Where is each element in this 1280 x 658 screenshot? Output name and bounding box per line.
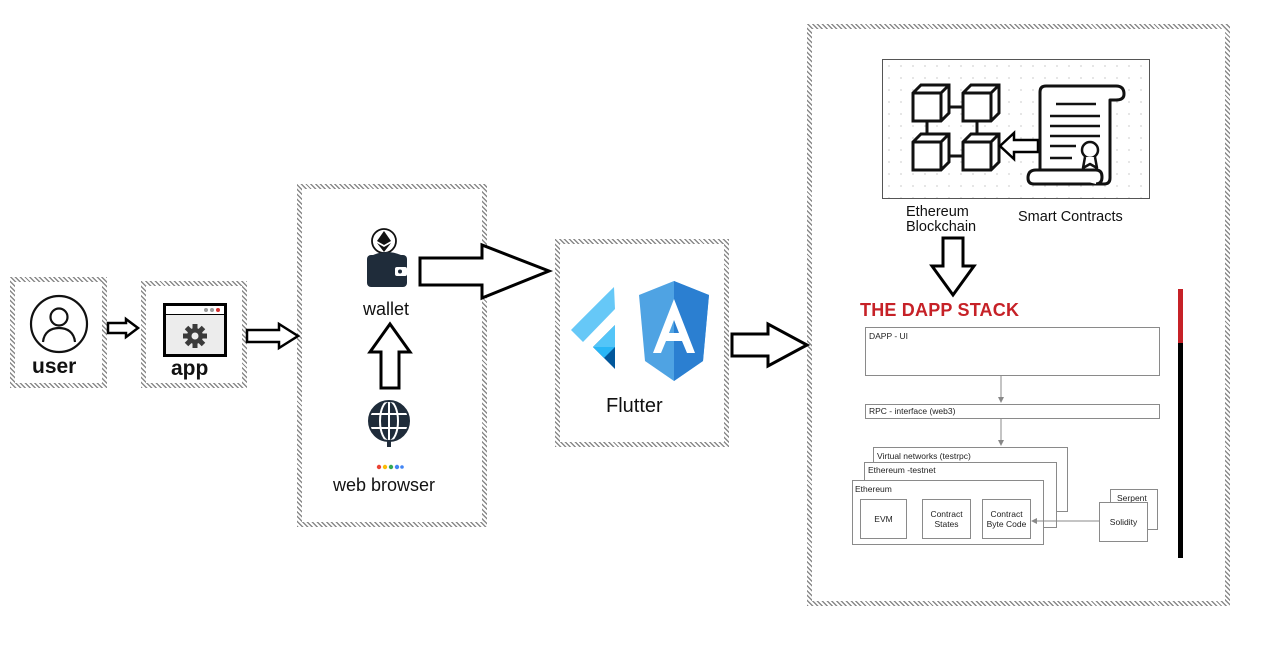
arrow-wallet-to-frontend [418,242,554,301]
dapp-stack-title: THE DAPP STACK [860,300,1020,320]
contract-byte-code-label: Contract Byte Code [982,509,1031,529]
contract-scroll-icon [1026,84,1126,186]
smart-contracts-label: Smart Contracts [1018,209,1123,225]
contract-byte-code-box [982,499,1031,539]
dapp-stack-side-bar-top [1178,289,1183,343]
evm-box [860,499,907,539]
arrow-frontend-to-backend [730,321,811,369]
dapp-ui-label: DAPP - UI [869,331,909,341]
connector-solidity-to-bytecode [1031,518,1099,524]
ethereum-label: Ethereum [855,484,892,494]
solidity-box [1099,502,1148,542]
connector-ui-to-rpc [998,376,1004,403]
arrow-browser-to-wallet [367,321,413,390]
contract-byte-code-line2: Byte Code [986,519,1027,529]
arrow-contract-to-chain [998,130,1040,162]
contract-states-label: Contract States [922,509,971,529]
blockchain-cubes-icon [911,83,1001,172]
ethereum-blockchain-line1: Ethereum [906,204,969,220]
contract-states-line1: Contract [930,509,963,519]
web-browser-label: web browser [333,475,436,495]
contract-states-box [922,499,971,539]
arrow-app-to-client [245,321,301,351]
app-settings-icon [163,303,227,357]
arrow-chain-to-dapp-stack [929,236,977,298]
connector-rpc-to-networks [998,419,1004,446]
virtual-networks-label: Virtual networks (testrpc) [877,451,971,461]
evm-label: EVM [874,514,893,524]
contract-byte-code-line1: Contract [990,509,1023,519]
solidity-label: Solidity [1109,517,1138,527]
serpent-label: Serpent [1117,493,1147,503]
flutter-label: Flutter [606,395,663,417]
google-dots-icon [376,464,404,470]
flutter-logo-icon [571,287,615,369]
user-icon [29,294,89,354]
contract-states-line2: States [934,519,959,529]
ethereum-blockchain-line2: Blockchain [906,219,977,235]
wallet-label: wallet [363,299,410,319]
wallet-icon [367,228,407,287]
app-label: app [171,357,209,380]
testnet-label: Ethereum -testnet [868,465,936,475]
arrow-user-to-app [106,316,141,340]
rpc-layer [865,404,1160,419]
ethereum-blockchain-label: Ethereum Blockchain [906,205,976,235]
dapp-stack-side-bar-bottom [1178,343,1183,558]
user-label: user [32,355,77,378]
rpc-label: RPC - interface (web3) [869,406,956,416]
globe-icon [368,400,410,447]
dapp-ui-layer [865,327,1160,376]
angular-logo-icon [639,281,709,381]
